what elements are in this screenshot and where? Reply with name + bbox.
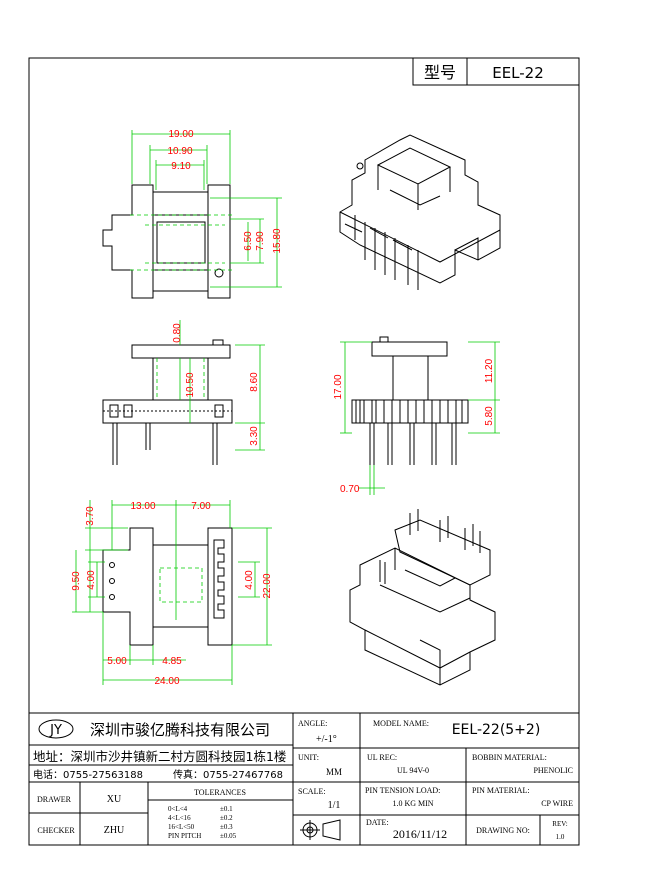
dim-485: 4.85 [162, 656, 182, 667]
dim-700: 7.00 [191, 501, 211, 512]
company-name: 深圳市骏亿腾科技有限公司 [90, 721, 270, 739]
dim-650: 6.50 [243, 231, 254, 251]
bobbin-label: BOBBIN MATERIAL: [472, 753, 547, 762]
header-model-box: 型号 EEL-22 [412, 57, 580, 86]
tol-range-1: 0<L<4 [168, 805, 188, 813]
dim-910: 9.10 [171, 161, 191, 172]
angle-value: +/-1° [316, 734, 337, 745]
tol-range-3: 16<L<50 [168, 823, 195, 831]
dim-330: 3.30 [249, 426, 260, 446]
dim-580: 5.80 [484, 406, 495, 426]
title-block: JY 深圳市骏亿腾科技有限公司 地址：深圳市沙井镇新二村方圆科技园1栋1楼 电话… [29, 712, 579, 845]
model-label: MODEL NAME: [373, 719, 429, 728]
unit-label: UNIT: [298, 753, 319, 762]
bobbin-value: PHENOLIC [533, 766, 573, 775]
pin-material-label: PIN MATERIAL: [472, 786, 530, 795]
dim-400-left: 4.00 [86, 570, 97, 590]
top-view: 19.00 10.90 9.10 6.50 7.90 15.80 [102, 129, 283, 299]
ul-value: UL 94V-0 [397, 766, 429, 775]
rev-value: 1.0 [556, 833, 565, 841]
dim-370: 3.70 [85, 506, 96, 526]
dim-860: 8.60 [249, 372, 260, 392]
dim-1300: 13.00 [130, 501, 155, 512]
ul-label: UL REC: [367, 753, 397, 762]
tol-range-4: PIN PITCH [168, 832, 201, 840]
rev-label: REV: [552, 820, 567, 828]
tol-value-1: ±0.1 [220, 805, 233, 813]
address: 地址：深圳市沙井镇新二村方圆科技园1栋1楼 [33, 749, 286, 764]
fax: 传真：0755-27467768 [173, 768, 283, 781]
tolerances-label: TOLERANCES [194, 788, 246, 797]
scale-value: 1/1 [328, 800, 341, 811]
type-value: EEL-22 [492, 64, 544, 82]
dim-500: 5.00 [107, 656, 127, 667]
projection-symbol-icon [300, 819, 341, 841]
logo: JY [49, 723, 62, 738]
tol-value-2: ±0.2 [220, 814, 233, 822]
checker-label: CHECKER [37, 826, 75, 835]
date-label: DATE: [366, 818, 389, 827]
type-label: 型号 [424, 63, 456, 82]
dim-790: 7.90 [255, 231, 266, 251]
tol-value-3: ±0.3 [220, 823, 233, 831]
dim-2400: 24.00 [154, 676, 179, 687]
phone: 电话：0755-27563188 [33, 768, 143, 781]
checker-value: ZHU [104, 825, 125, 836]
dim-1120: 11.20 [484, 358, 495, 383]
iso-view-top [339, 134, 501, 290]
model-value: EEL-22(5+2) [452, 722, 541, 738]
tol-value-4: ±0.05 [220, 832, 237, 840]
unit-value: MM [326, 767, 342, 777]
dim-2200: 22.00 [262, 573, 273, 598]
tol-range-2: 4<L<16 [168, 814, 191, 822]
angle-label: ANGLE: [298, 719, 327, 728]
tension-label: PIN TENSION LOAD: [365, 786, 440, 795]
date-value: 2016/11/12 [393, 827, 447, 841]
iso-view-bottom [349, 509, 496, 686]
dim-400-right: 4.00 [244, 570, 255, 590]
front-view: 0.80 10.50 8.60 3.30 [102, 320, 265, 465]
drawer-value: XU [107, 794, 122, 805]
dim-19: 19.00 [168, 129, 193, 140]
dim-1700: 17.00 [333, 374, 344, 399]
tension-value: 1.0 KG MIN [392, 799, 433, 808]
dim-080: 0.80 [172, 323, 183, 343]
drawer-label: DRAWER [37, 795, 72, 804]
drawing-no-label: DRAWING NO: [476, 826, 530, 835]
side-view: 17.00 11.20 5.80 0.70 [333, 336, 500, 495]
dim-950: 9.50 [71, 571, 82, 591]
bottom-view: 3.70 13.00 7.00 9.50 4.00 4.00 22.00 5.0… [71, 500, 273, 687]
dim-1580: 15.80 [272, 228, 283, 253]
dim-1050: 10.50 [185, 372, 196, 397]
dim-070: 0.70 [340, 484, 360, 495]
scale-label: SCALE: [298, 787, 326, 796]
sheet-border [28, 57, 580, 846]
pin-material-value: CP WIRE [541, 799, 573, 808]
dim-1090: 10.90 [167, 146, 192, 157]
